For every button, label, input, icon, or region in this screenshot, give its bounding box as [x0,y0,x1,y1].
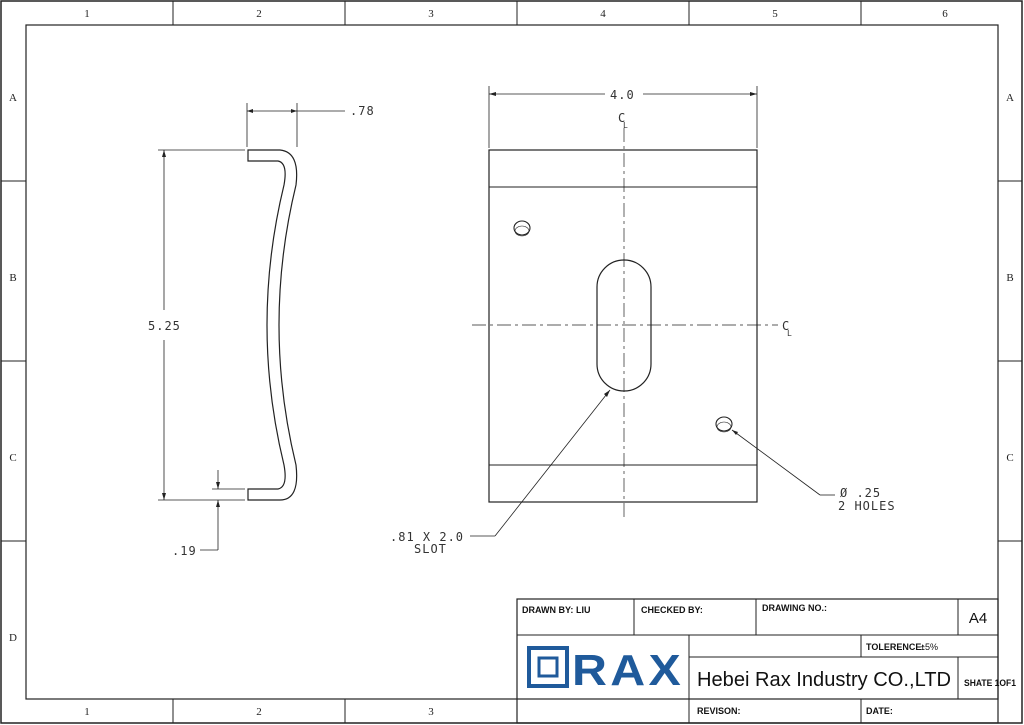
centerline-sub-top: L [623,121,629,130]
zone-col-2-top: 2 [256,8,262,20]
zone-row-b-right: B [1006,272,1013,284]
drawn-by-label: DRAWN BY: [522,605,573,615]
tolerance-label: TOLERENCE: [866,642,924,652]
zone-row-a-right: A [1006,92,1014,104]
hole-upper-left [513,220,531,236]
hole-note-line2: 2 HOLES [838,499,896,513]
drawn-by-value: LIU [576,605,591,615]
top-zone-strip [172,1,862,25]
tolerance-value: ±5% [920,642,938,652]
zone-col-5-top: 5 [772,8,778,20]
sheet-label: SHATE 1OF1 [964,678,1016,688]
centerline-symbol-top: C [618,111,626,125]
inner-frame [25,24,999,700]
center-slot [596,259,652,392]
bottom-zone-strip [172,699,518,723]
date-label: DATE: [866,706,893,716]
plate-outline [488,149,758,503]
zone-row-c-left: C [9,452,16,464]
zone-col-2-bottom: 2 [256,706,262,718]
sheet-size: A4 [969,610,987,627]
zone-row-c-right: C [1006,452,1013,464]
zone-col-1-top: 1 [84,8,90,20]
plan-view: C L C L 4.0 .81 X 2.0 SLOT Ø .25 2 HOLES [390,86,896,556]
slot-note-line2: SLOT [414,542,447,556]
zone-col-4-top: 4 [600,8,606,20]
plate-width-dim: 4.0 [610,88,635,102]
zone-col-1-bottom: 1 [84,706,90,718]
logo-text: RAX [572,646,684,695]
revision-label: REVISON: [697,706,741,716]
left-zone-strip [1,180,26,542]
company-name: Hebei Rax Industry CO.,LTD [697,669,951,691]
right-zone-strip [998,180,1022,542]
centerline-symbol-right: C [782,319,790,333]
side-view-profile [247,149,298,501]
drawing-no-label: DRAWING NO.: [762,603,827,613]
side-width-dim: .78 [350,104,375,118]
zone-row-d-left: D [9,632,17,644]
zone-row-b-left: B [9,272,16,284]
side-height-dim: 5.25 [148,319,181,333]
zone-col-3-bottom: 3 [428,706,434,718]
hole-lower-right [715,416,733,432]
rax-logo-mark [527,646,569,688]
slot-note-line1: .81 X 2.0 [390,530,464,544]
side-thickness-dim: .19 [172,544,197,558]
checked-by-label: CHECKED BY: [641,605,703,615]
zone-col-6-top: 6 [942,8,948,20]
title-block: DRAWN BY: LIU CHECKED BY: DRAWING NO.: A… [516,598,1016,724]
zone-row-a-left: A [9,92,17,104]
side-view: .78 5.25 .19 [148,103,375,558]
centerline-sub-right: L [787,329,793,338]
hole-note-line1: Ø .25 [840,486,881,500]
zone-col-3-top: 3 [428,8,434,20]
